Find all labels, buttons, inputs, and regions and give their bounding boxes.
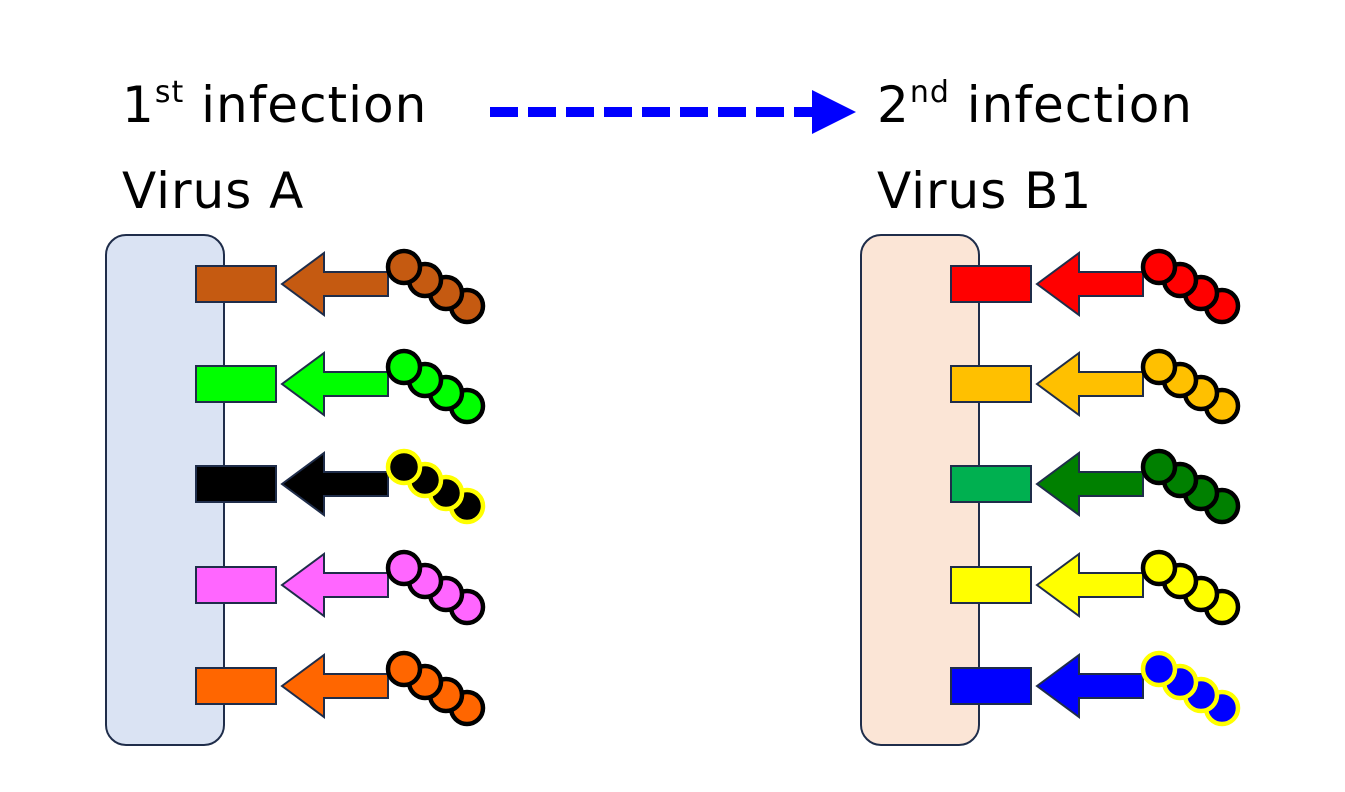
receptor (950, 667, 1032, 705)
receptor (950, 265, 1032, 303)
receptor-row (195, 650, 486, 727)
cell-virus-b1-group (860, 234, 1241, 746)
receptor (950, 465, 1032, 503)
virus-a-label: Virus A (122, 162, 305, 220)
receptor-row (195, 448, 486, 525)
binding-arrow (1035, 552, 1144, 618)
ligand-bead (1140, 248, 1178, 286)
ligand-bead (1140, 348, 1178, 386)
ligand-chain (1140, 248, 1241, 325)
ligand-chain (385, 448, 486, 525)
ligand-bead (385, 448, 423, 486)
ligand-chain (1140, 348, 1241, 425)
ligand-chain (1140, 650, 1241, 727)
ligand-chain (1140, 549, 1241, 626)
receptor (195, 667, 277, 705)
receptor (195, 365, 277, 403)
receptor-row (195, 549, 486, 626)
receptor (195, 566, 277, 604)
receptor (195, 465, 277, 503)
transition-arrow-head (812, 90, 856, 134)
receptor-row (195, 248, 486, 325)
ligand-bead (1140, 650, 1178, 688)
ligand-bead (1140, 549, 1178, 587)
first-infection-suffix: st (154, 75, 185, 110)
receptor (950, 566, 1032, 604)
binding-arrow (1035, 251, 1144, 317)
second-infection-suffix: nd (909, 75, 950, 110)
receptor-row (950, 448, 1241, 525)
binding-arrow (1035, 653, 1144, 719)
second-infection-title: 2nd infection (877, 78, 1193, 131)
receptor-row (950, 549, 1241, 626)
receptor (195, 265, 277, 303)
ligand-chain (385, 248, 486, 325)
ligand-bead (385, 248, 423, 286)
binding-arrow (280, 451, 389, 517)
ligand-bead (385, 650, 423, 688)
receptor-row (950, 348, 1241, 425)
cell-virus-a-group (105, 234, 486, 746)
first-infection-number: 1 (122, 76, 155, 134)
binding-arrow (280, 351, 389, 417)
virus-b1-label: Virus B1 (877, 162, 1093, 220)
ligand-bead (385, 348, 423, 386)
binding-arrow (1035, 451, 1144, 517)
ligand-chain (385, 348, 486, 425)
binding-arrow (280, 552, 389, 618)
second-infection-number: 2 (877, 76, 910, 134)
ligand-bead (385, 549, 423, 587)
first-infection-title: 1st infection (122, 78, 427, 131)
ligand-chain (385, 650, 486, 727)
receptor-row (950, 248, 1241, 325)
receptor-row (950, 650, 1241, 727)
transition-arrow (490, 90, 856, 134)
binding-arrow (1035, 351, 1144, 417)
second-infection-label: infection (966, 76, 1193, 134)
receptor-row (195, 348, 486, 425)
ligand-bead (1140, 448, 1178, 486)
binding-arrow (280, 653, 389, 719)
binding-arrow (280, 251, 389, 317)
ligand-chain (1140, 448, 1241, 525)
receptor (950, 365, 1032, 403)
ligand-chain (385, 549, 486, 626)
first-infection-label: infection (201, 76, 428, 134)
